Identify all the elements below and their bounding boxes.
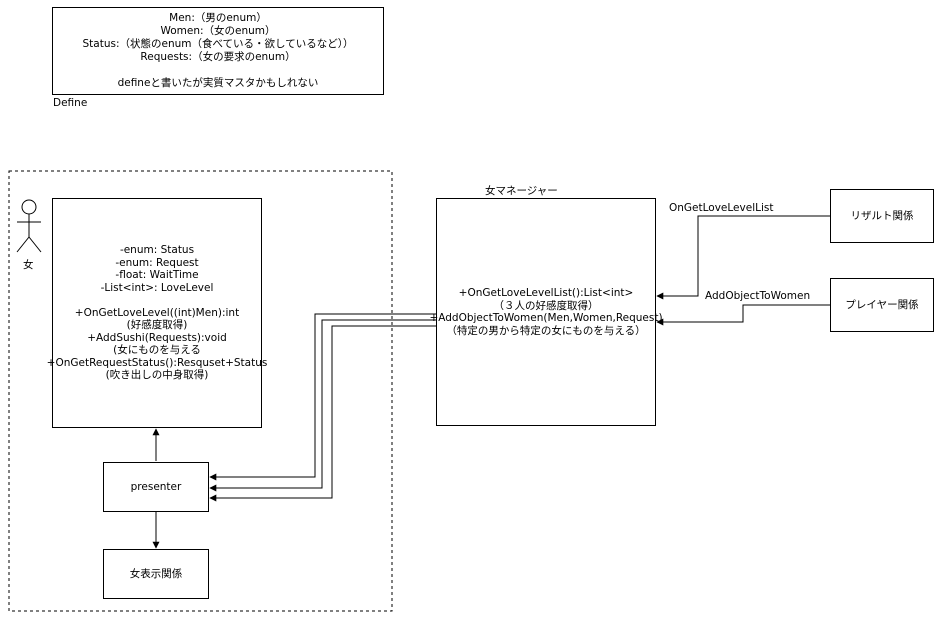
- manager-line: （３人の好感度取得）: [493, 299, 599, 312]
- woman-class-line: +OnGetLoveLevel((int)Men):int: [74, 306, 240, 319]
- define-line: Status:（状態のenum（食べている・欲しているなど））: [82, 38, 354, 51]
- define-line: Requests:（女の要求のenum）: [140, 51, 296, 64]
- manager-line: +AddObjectToWomen(Men,Women,Request): [429, 312, 663, 324]
- manager-line: （特定の男から特定の女にものを与える）: [446, 324, 646, 337]
- edge-result-to-manager: [656, 215, 830, 300]
- woman-class-line: +AddSushi(Requests):void: [87, 331, 227, 344]
- result-label: リザルト関係: [850, 209, 914, 222]
- define-line: Men:（男のenum）: [169, 12, 267, 25]
- presenter-label: presenter: [130, 480, 182, 493]
- edge-manager-to-presenter-3: [209, 325, 436, 502]
- woman-class-line: -enum: Request: [115, 256, 199, 269]
- edge-label-add-object-to-women: AddObjectToWomen: [705, 290, 811, 302]
- woman-class-line: (吹き出しの中身取得): [105, 369, 209, 382]
- woman-class-line: +OnGetRequestStatus():Resquset+Status: [46, 356, 268, 369]
- manager-line: +OnGetLoveLevelList():List<int>: [458, 287, 634, 299]
- manager-box[interactable]: +OnGetLoveLevelList():List<int> （３人の好感度取…: [429, 198, 663, 426]
- manager-title: 女マネージャー: [485, 185, 558, 197]
- woman-class-line: (好感度取得): [126, 319, 188, 332]
- actor-icon: [16, 199, 42, 253]
- player-label: プレイヤー関係: [845, 298, 919, 311]
- woman-class-box[interactable]: -enum: Status -enum: Request -float: Wai…: [47, 198, 267, 428]
- edge-label-get-love-level-list: OnGetLoveLevelList: [669, 202, 774, 214]
- woman-class-line: -float: WaitTime: [115, 269, 199, 282]
- result-box[interactable]: リザルト関係: [830, 189, 934, 243]
- player-box[interactable]: プレイヤー関係: [830, 278, 934, 332]
- dashed-group-frame: [8, 170, 393, 612]
- define-box[interactable]: Men:（男のenum） Women:（女のenum） Status:（状態のe…: [52, 7, 384, 95]
- define-caption: Define: [53, 97, 88, 109]
- edge-player-to-manager: [656, 304, 830, 326]
- woman-class-line: -enum: Status: [119, 244, 195, 257]
- woman-display-label: 女表示関係: [129, 567, 183, 580]
- woman-class-line: -List<int>: LoveLevel: [100, 281, 214, 294]
- actor-label: 女: [23, 259, 34, 271]
- edge-manager-to-presenter-1: [209, 313, 436, 481]
- define-line: defineと書いたが実質マスタかもしれない: [117, 76, 319, 89]
- presenter-box[interactable]: presenter: [103, 462, 209, 512]
- define-line: Women:（女のenum）: [160, 25, 276, 38]
- woman-class-line: (女にものを与える: [113, 344, 201, 357]
- woman-display-box[interactable]: 女表示関係: [103, 549, 209, 599]
- edge-manager-to-presenter-2: [209, 319, 436, 492]
